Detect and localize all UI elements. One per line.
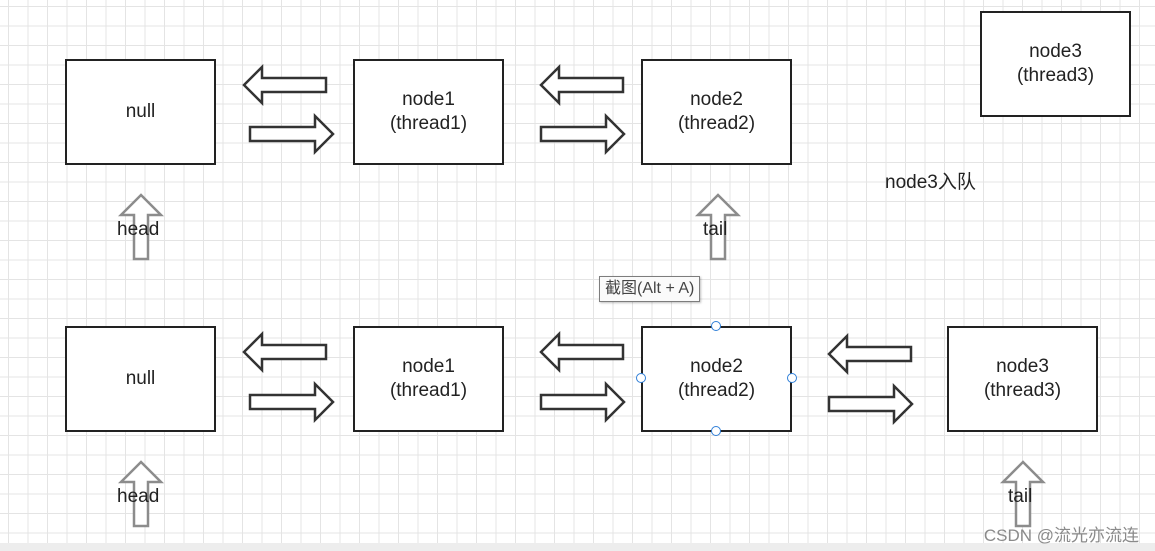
selection-handle-top[interactable] [711,321,721,331]
head-label-top: head [117,219,160,240]
head-pointer-arrow-bottom[interactable] [117,460,165,528]
node-thread-text: (thread2) [677,113,756,134]
node-thread-text: (thread1) [389,113,468,134]
node-text: null [125,101,156,122]
next-arrow-null-to-node1-bottom[interactable] [248,380,335,424]
node-thread-text: (thread2) [677,380,756,401]
next-arrow-node2-to-node3[interactable] [827,382,914,426]
bottom-node3[interactable]: node3 (thread3) [947,326,1098,432]
tail-pointer-arrow-top[interactable] [694,193,742,261]
tail-pointer-arrow-bottom[interactable] [999,460,1047,528]
bottom-node1[interactable]: node1 (thread1) [353,326,504,432]
next-arrow-node1-to-node2[interactable] [539,112,626,156]
floating-node3[interactable]: node3 (thread3) [980,11,1131,117]
node-thread-text: (thread3) [983,380,1062,401]
top-node1[interactable]: node1 (thread1) [353,59,504,165]
node-text: node1 [402,356,455,377]
enqueue-caption: node3入队 [885,172,976,193]
next-arrow-null-to-node1[interactable] [248,112,335,156]
prev-arrow-node1-to-null-bottom[interactable] [242,330,329,374]
selection-handle-left[interactable] [636,373,646,383]
selection-handle-bottom[interactable] [711,426,721,436]
node-text: node3 [996,356,1049,377]
prev-arrow-node3-to-node2[interactable] [827,332,914,376]
next-arrow-node1-to-node2-bottom[interactable] [539,380,626,424]
head-pointer-arrow-top[interactable] [117,193,165,261]
prev-arrow-node2-to-node1-bottom[interactable] [539,330,626,374]
tail-label-top: tail [703,219,728,240]
screenshot-tooltip: 截图(Alt + A) [599,276,701,302]
top-node2[interactable]: node2 (thread2) [641,59,792,165]
node-text: node3 [1029,41,1082,62]
head-label-bottom: head [117,486,160,507]
bottom-node2-selected[interactable]: node2 (thread2) [641,326,792,432]
prev-arrow-node1-to-null[interactable] [242,63,329,107]
node-text: node1 [402,89,455,110]
node-text: node2 [690,89,743,110]
csdn-watermark: CSDN @流光亦流连 [983,526,1139,545]
node-text: node2 [690,356,743,377]
prev-arrow-node2-to-node1[interactable] [539,63,626,107]
tail-label-bottom: tail [1008,486,1033,507]
node-thread-text: (thread3) [1016,65,1095,86]
node-thread-text: (thread1) [389,380,468,401]
bottom-null-node[interactable]: null [65,326,216,432]
node-text: null [125,368,156,389]
top-null-node[interactable]: null [65,59,216,165]
selection-handle-right[interactable] [787,373,797,383]
bottom-band [0,543,1155,551]
